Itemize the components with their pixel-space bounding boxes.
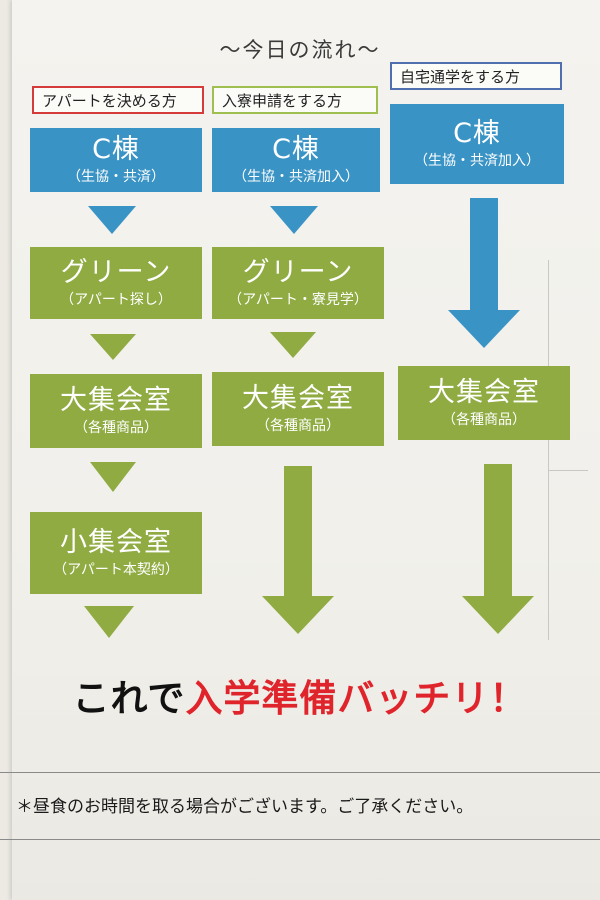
step-sub: （生協・共済） bbox=[67, 169, 165, 185]
faint-show-through-line bbox=[548, 260, 549, 640]
down-arrow-triangle-icon bbox=[84, 606, 134, 638]
step-main: C棟 bbox=[453, 118, 501, 149]
banner-black-text: これで bbox=[72, 677, 186, 720]
down-arrow-triangle-icon bbox=[270, 332, 316, 358]
step-sub: （各種商品） bbox=[256, 418, 340, 434]
step-sub: （アパート探し） bbox=[60, 292, 172, 308]
lunch-note: ＊昼食のお時間を取る場合がございます。ご了承ください。 bbox=[16, 797, 474, 817]
step-main: C棟 bbox=[92, 134, 140, 165]
page-title: ～今日の流れ～ bbox=[219, 38, 381, 62]
faint-show-through-line bbox=[548, 470, 588, 471]
step-sub: （アパート本契約） bbox=[53, 562, 179, 578]
step-large-hall-col1: 大集会室 （各種商品） bbox=[30, 374, 202, 448]
long-down-arrow-icon bbox=[448, 198, 520, 348]
down-arrow-triangle-icon bbox=[270, 206, 318, 234]
step-c-building-col1: C棟 （生協・共済） bbox=[30, 128, 202, 192]
step-main: 小集会室 bbox=[60, 527, 172, 558]
long-down-arrow-icon bbox=[462, 464, 534, 634]
down-arrow-triangle-icon bbox=[90, 334, 136, 360]
down-arrow-triangle-icon bbox=[88, 206, 136, 234]
step-sub: （各種商品） bbox=[74, 420, 158, 436]
step-small-hall-col1: 小集会室 （アパート本契約） bbox=[30, 512, 202, 594]
down-arrow-triangle-icon bbox=[90, 462, 136, 492]
step-c-building-col2: C棟 （生協・共済加入） bbox=[212, 128, 380, 192]
label-apartment: アパートを決める方 bbox=[32, 86, 204, 114]
step-green-col2: グリーン （アパート・寮見学） bbox=[212, 247, 384, 319]
step-sub: （アパート・寮見学） bbox=[228, 292, 368, 308]
step-green-col1: グリーン （アパート探し） bbox=[30, 247, 202, 319]
step-main: 大集会室 bbox=[60, 385, 172, 416]
long-down-arrow-icon bbox=[262, 466, 334, 634]
label-home-commute: 自宅通学をする方 bbox=[390, 62, 562, 90]
banner-message: これで入学準備バッチリ！ bbox=[0, 668, 600, 722]
step-c-building-col3: C棟 （生協・共済加入） bbox=[390, 104, 564, 184]
step-main: グリーン bbox=[242, 257, 354, 288]
step-sub: （生協・共済加入） bbox=[233, 169, 359, 185]
step-sub: （生協・共済加入） bbox=[414, 153, 540, 169]
step-main: グリーン bbox=[60, 257, 172, 288]
note-frame bbox=[0, 772, 600, 840]
step-large-hall-col3: 大集会室 （各種商品） bbox=[398, 366, 570, 440]
step-main: C棟 bbox=[272, 134, 320, 165]
label-dormitory: 入寮申請をする方 bbox=[212, 86, 378, 114]
step-main: 大集会室 bbox=[242, 383, 354, 414]
banner-red-text: 入学準備バッチリ！ bbox=[185, 677, 528, 720]
step-main: 大集会室 bbox=[428, 377, 540, 408]
step-large-hall-col2: 大集会室 （各種商品） bbox=[212, 372, 384, 446]
step-sub: （各種商品） bbox=[442, 412, 526, 428]
